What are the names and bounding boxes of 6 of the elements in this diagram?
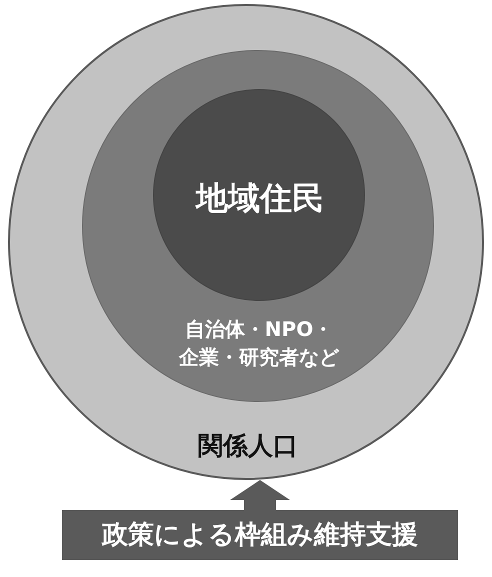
arrow [230,480,290,510]
circle-label: 関係人口 [197,430,299,462]
circle-label: 自治体・NPO・企業・研究者など [178,316,340,371]
label-box [62,510,458,560]
box-label: 政策による枠組み維持支援 [100,519,419,552]
circle-label: 地域住民 [194,178,325,219]
